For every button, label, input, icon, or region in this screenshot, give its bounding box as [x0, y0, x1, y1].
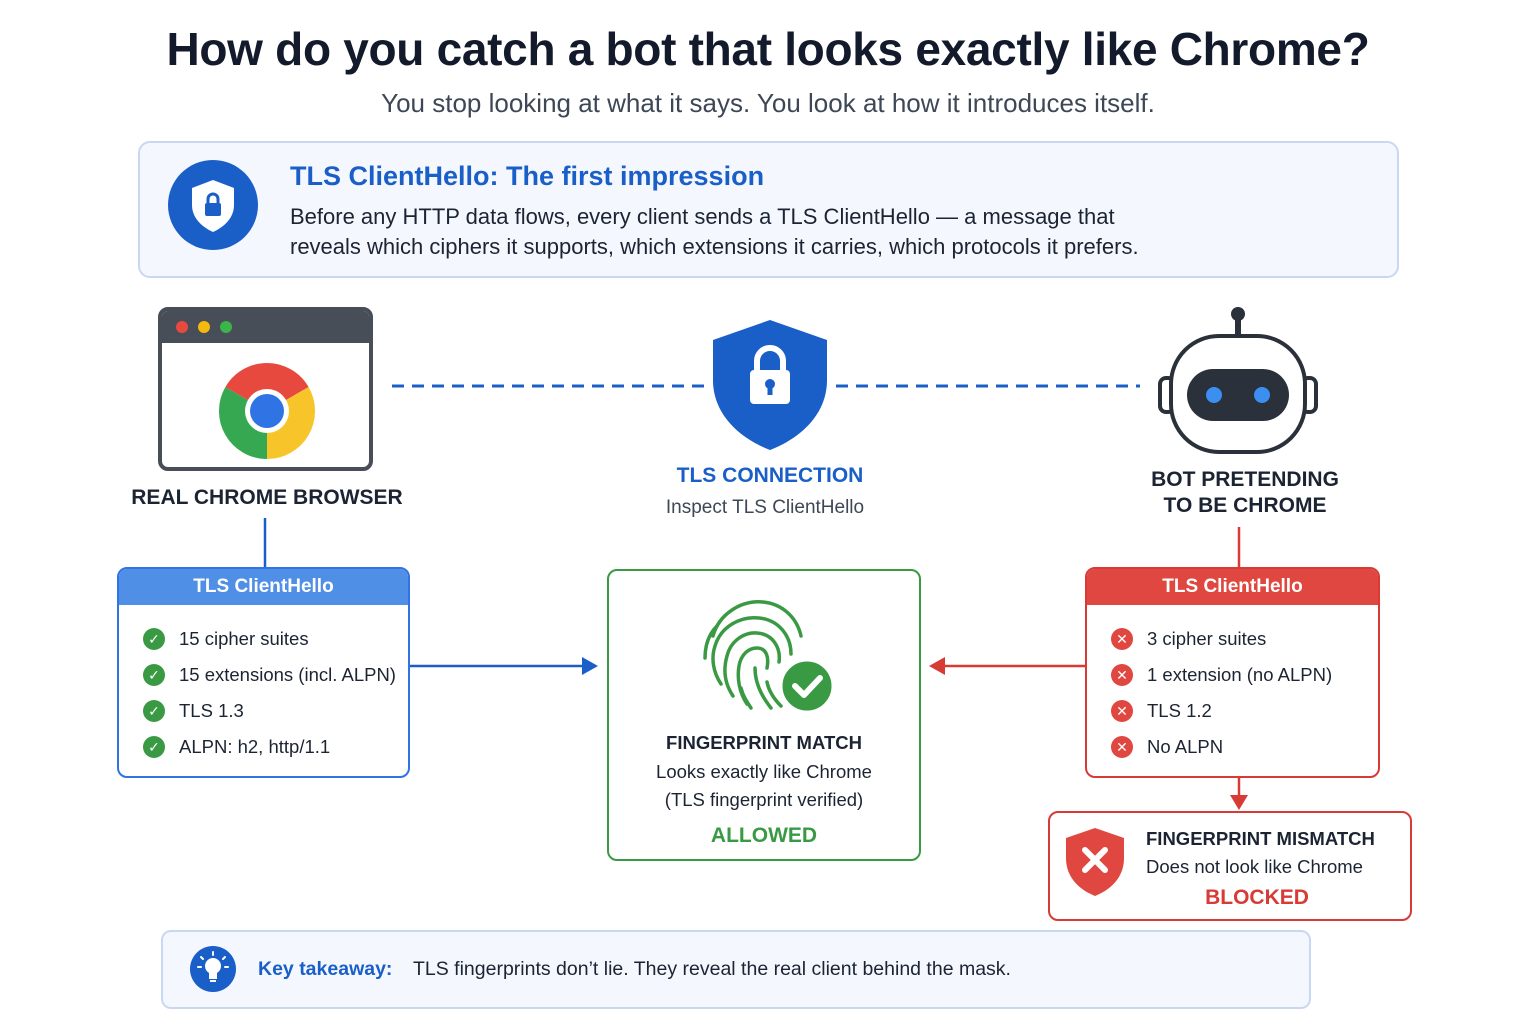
real-clienthello-card: TLS ClientHello ✓15 cipher suites ✓15 ex… — [117, 567, 410, 778]
tls-connection-sublabel: Inspect TLS ClientHello — [665, 497, 865, 518]
arrowhead-down — [1230, 795, 1248, 810]
shield-x-icon — [1066, 828, 1124, 896]
x-circle-icon: ✕ — [1111, 628, 1133, 650]
mismatch-title: FINGERPRINT MISMATCH — [1146, 828, 1375, 849]
bot-label-line-2: TO BE CHROME — [1163, 494, 1327, 517]
match-title: FINGERPRINT MATCH — [666, 732, 862, 753]
browser-window — [158, 307, 373, 471]
page-title: How do you catch a bot that looks exactl… — [166, 23, 1370, 75]
check-circle-icon: ✓ — [143, 664, 165, 686]
lightbulb-icon — [190, 946, 236, 992]
match-verdict: ALLOWED — [710, 824, 818, 847]
page-subtitle: You stop looking at what it says. You lo… — [381, 88, 1155, 118]
real-item-2: ✓15 extensions (incl. ALPN) — [143, 662, 396, 688]
intro-heading: TLS ClientHello: The first impression — [290, 161, 765, 191]
bot-item-1: ✕3 cipher suites — [1111, 626, 1266, 652]
intro-line-2: reveals which ciphers it supports, which… — [290, 234, 1139, 259]
real-chrome-label: REAL CHROME BROWSER — [131, 486, 403, 509]
real-item-4: ✓ALPN: h2, http/1.1 — [143, 734, 330, 760]
match-line-2: (TLS fingerprint verified) — [664, 789, 864, 810]
mismatch-line-1: Does not look like Chrome — [1146, 856, 1363, 877]
close-dot-icon — [176, 321, 188, 333]
x-circle-icon: ✕ — [1111, 664, 1133, 686]
takeaway-text: TLS fingerprints don’t lie. They reveal … — [413, 958, 1011, 980]
browser-titlebar — [162, 311, 369, 343]
real-clienthello-title: TLS ClientHello — [119, 569, 408, 605]
intro-line-1: Before any HTTP data flows, every client… — [290, 204, 1115, 229]
bot-item-3: ✕TLS 1.2 — [1111, 698, 1212, 724]
maximize-dot-icon — [220, 321, 232, 333]
chrome-logo-icon — [218, 363, 316, 459]
arrowhead-left — [929, 657, 945, 675]
match-line-1: Looks exactly like Chrome — [656, 761, 872, 782]
x-circle-icon: ✕ — [1111, 700, 1133, 722]
takeaway-card — [161, 930, 1311, 1009]
robot-icon — [1158, 307, 1318, 454]
mismatch-verdict: BLOCKED — [1205, 886, 1309, 909]
bot-label-line-1: BOT PRETENDING — [1151, 468, 1339, 491]
tls-connection-label: TLS CONNECTION — [676, 464, 864, 487]
takeaway-label: Key takeaway: — [258, 958, 393, 980]
real-item-1: ✓15 cipher suites — [143, 626, 309, 652]
shield-lock-icon — [168, 160, 258, 250]
intro-body: Before any HTTP data flows, every client… — [290, 202, 1290, 262]
x-circle-icon: ✕ — [1111, 736, 1133, 758]
bot-item-4: ✕No ALPN — [1111, 734, 1223, 760]
bot-clienthello-title: TLS ClientHello — [1087, 569, 1378, 605]
check-circle-icon: ✓ — [143, 628, 165, 650]
check-circle-icon: ✓ — [143, 736, 165, 758]
arrowhead-right — [582, 657, 598, 675]
intro-card — [138, 141, 1399, 278]
tls-shield-icon — [713, 320, 827, 450]
fingerprint-check-icon — [703, 600, 835, 714]
check-circle-icon: ✓ — [143, 700, 165, 722]
bot-clienthello-card: TLS ClientHello ✕3 cipher suites ✕1 exte… — [1085, 567, 1380, 778]
bot-item-2: ✕1 extension (no ALPN) — [1111, 662, 1332, 688]
minimize-dot-icon — [198, 321, 210, 333]
real-item-3: ✓TLS 1.3 — [143, 698, 244, 724]
